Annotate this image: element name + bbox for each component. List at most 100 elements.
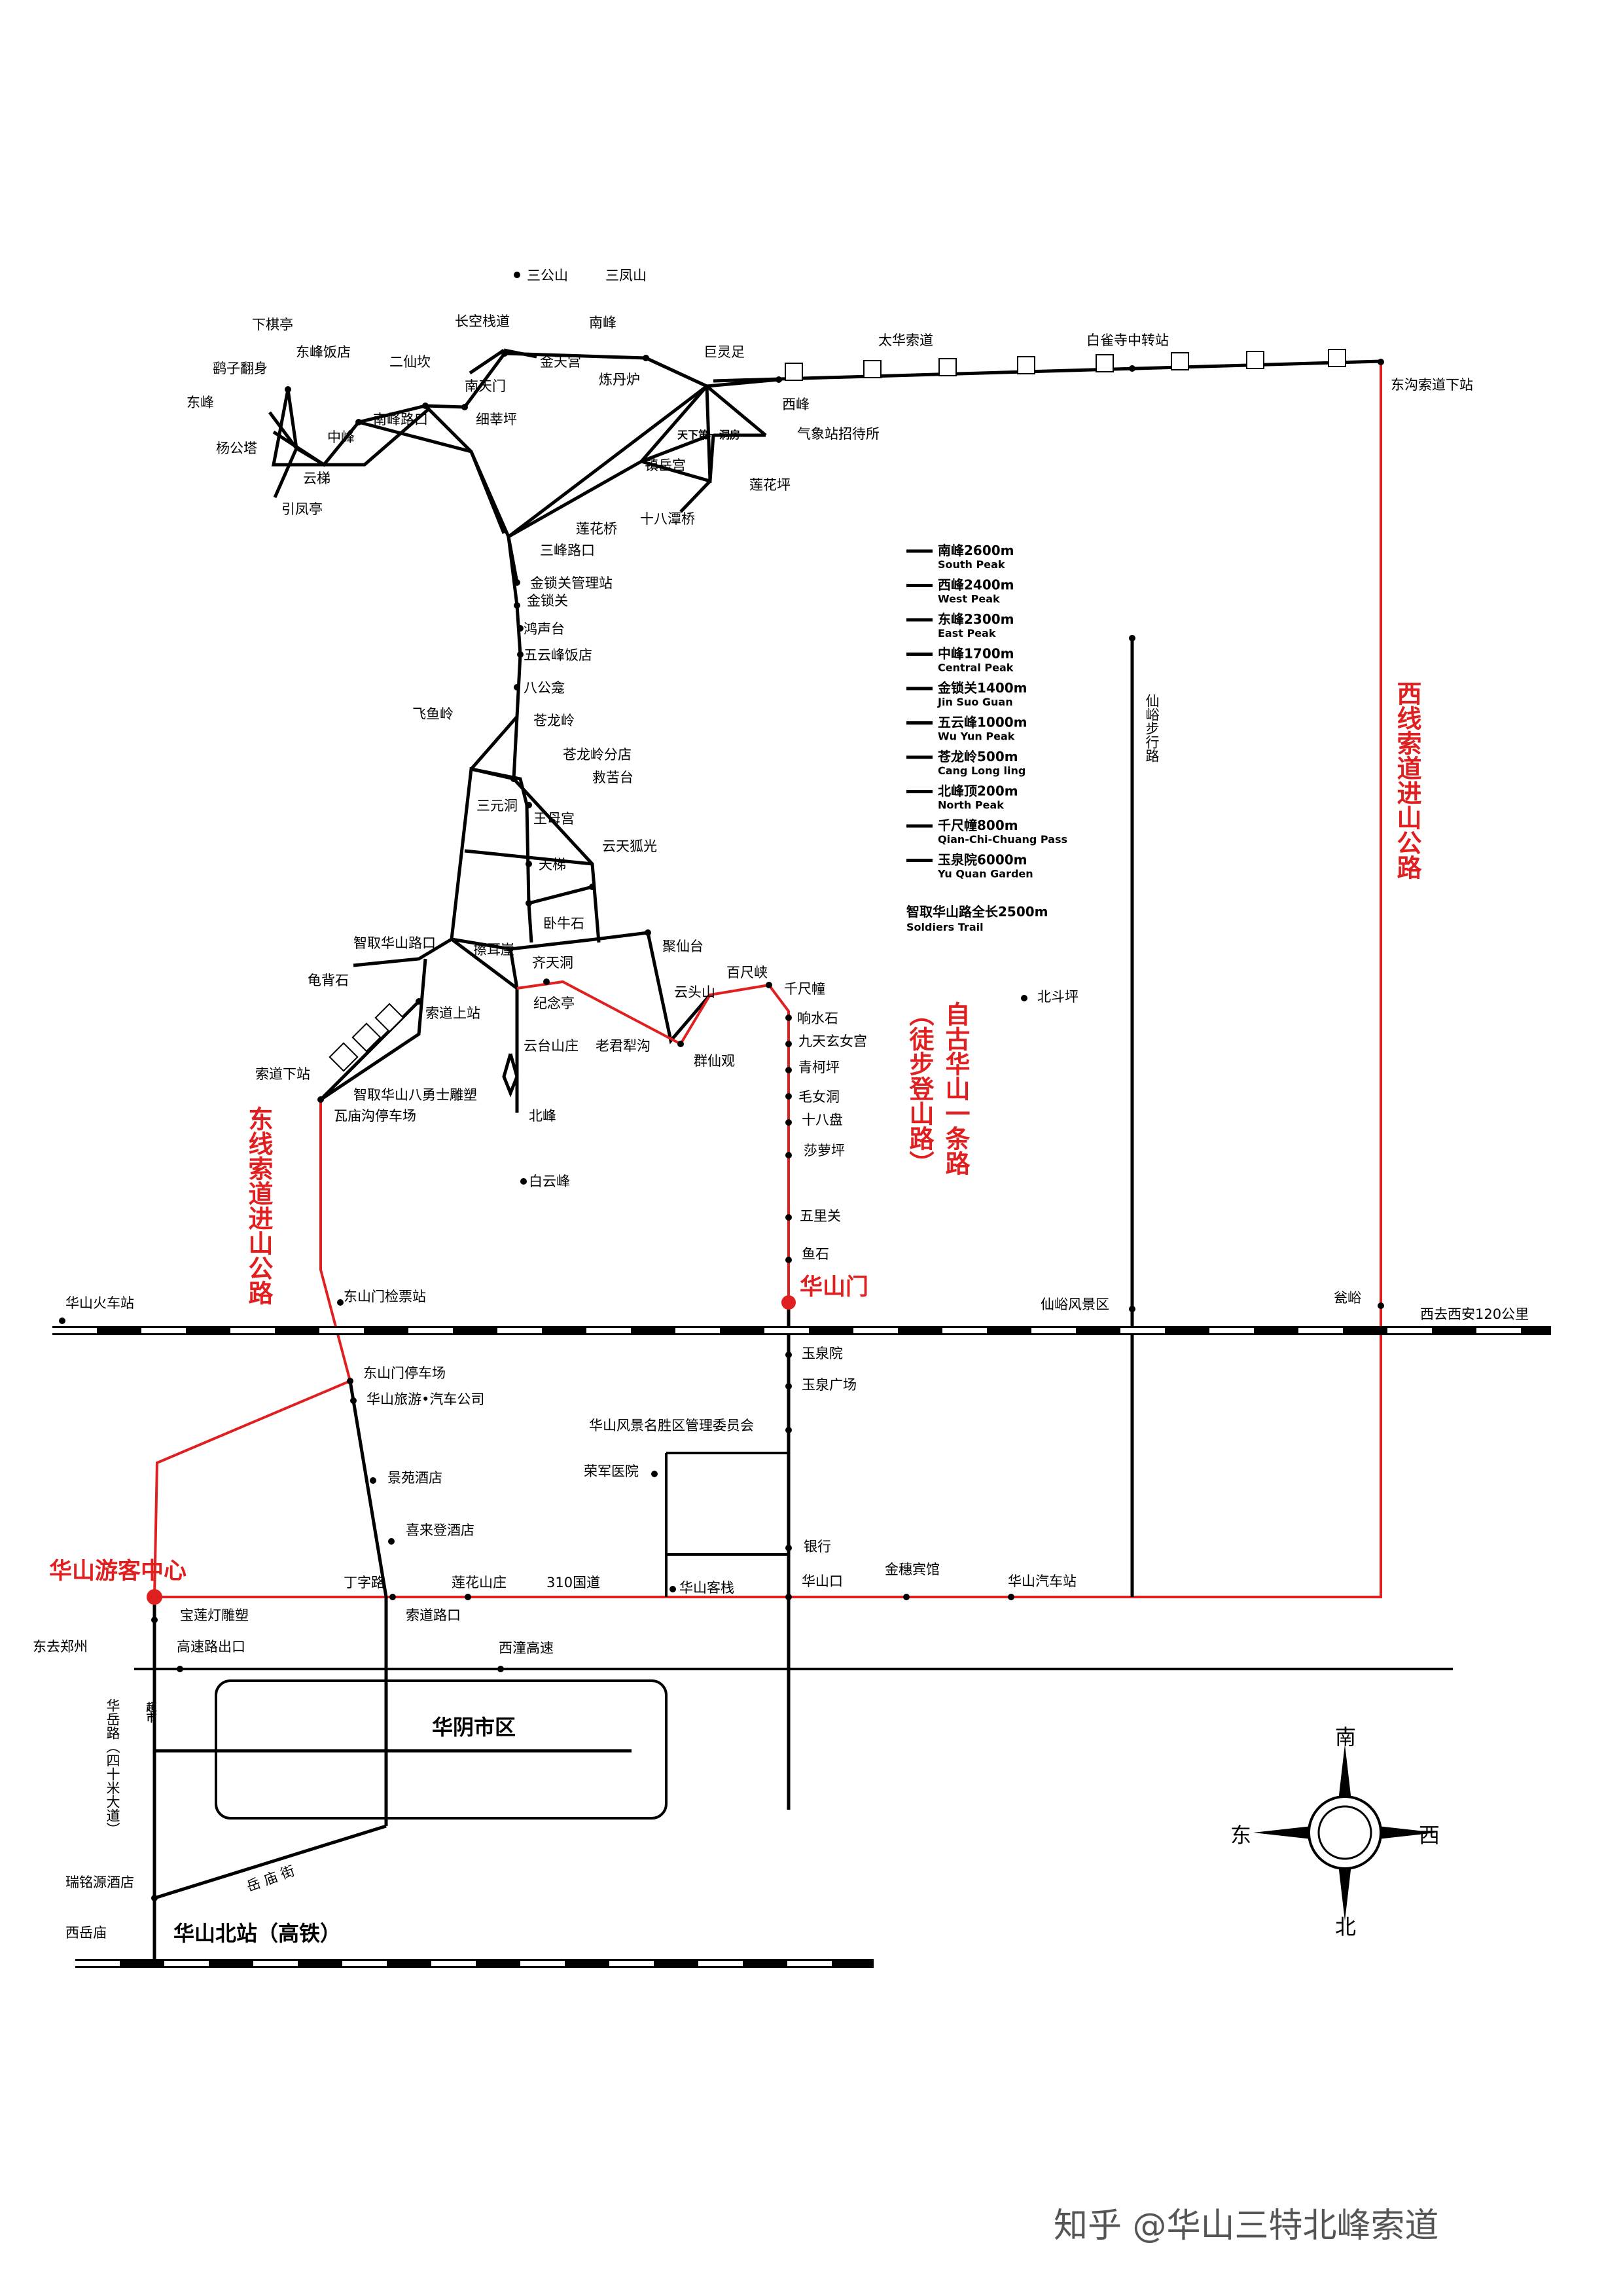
legend-entry-cn: 千尺幢800m <box>938 817 1018 833</box>
label-woniushi: 卧牛石 <box>543 916 584 931</box>
label-jingyuan: 景苑酒店 <box>387 1470 442 1486</box>
legend-entry-cn: 北峰顶200m <box>938 783 1018 799</box>
label-xianyu-road: 仙峪步行路 <box>1144 694 1160 762</box>
label-yuntianhuguang: 云天狐光 <box>602 838 657 854</box>
label-wuliguan: 五里关 <box>800 1208 841 1224</box>
legend-entry-en: Cang Long ling <box>938 764 1026 777</box>
label-zhongfeng: 中峰 <box>327 429 355 445</box>
label-qianchizhuang: 千尺幢 <box>784 981 825 997</box>
label-sanfeng-lukou: 三峰路口 <box>540 543 595 558</box>
legend-entry-cn: 中峰1700m <box>938 646 1014 662</box>
node-dots <box>59 272 1384 1901</box>
label-dongshanmen-parking: 东山门停车场 <box>363 1365 446 1381</box>
label-xianyu-scenic: 仙峪风景区 <box>1041 1297 1109 1312</box>
label-suodao-lukou: 索道路口 <box>406 1607 461 1623</box>
label-huashankou: 华山口 <box>802 1573 843 1589</box>
label-beidouping: 北斗坪 <box>1037 989 1079 1005</box>
label-yaozifanshen: 鹞子翻身 <box>213 361 268 376</box>
label-maonudong: 毛女洞 <box>798 1089 840 1105</box>
label-juxiantai: 聚仙台 <box>662 939 704 954</box>
compass-rose <box>1253 1744 1436 1921</box>
label-shibatanqiao: 十八潭桥 <box>640 511 695 527</box>
label-baichixia: 百尺峡 <box>726 965 768 980</box>
legend-entry-en: Central Peak <box>938 662 1014 674</box>
label-huashan-inn: 华山客栈 <box>679 1580 734 1596</box>
label-ruiming: 瑞铭源酒店 <box>65 1874 134 1890</box>
label-dongshanmen-check: 东山门检票站 <box>344 1289 426 1304</box>
label-yueyuan-road: 华岳路（四十米大道） <box>105 1698 120 1836</box>
label-ancient-route: 自古华山一条路 <box>941 1001 970 1175</box>
label-jinsuoguan: 金锁关 <box>527 593 568 609</box>
legend-entry-en: North Peak <box>938 799 1004 812</box>
label-huayin: 华阴市区 <box>432 1715 516 1740</box>
compass-south: 南 <box>1335 1725 1356 1749</box>
label-qixiangzhan: 气象站招待所 <box>797 426 880 442</box>
label-erxiankan: 二仙坎 <box>389 354 431 370</box>
label-jiutian: 九天玄女宫 <box>798 1033 867 1049</box>
label-dongfeng: 东峰 <box>187 395 214 410</box>
label-bagongkan: 八公龛 <box>524 680 565 696</box>
label-jiukutai: 救苦台 <box>592 770 633 785</box>
label-supermarket: 超市 <box>145 1701 158 1723</box>
legend-entry-en: Wu Yun Peak <box>938 730 1015 743</box>
label-dingzilu: 丁字路 <box>344 1575 385 1590</box>
label-dongqu-zhengzhou: 东去郑州 <box>33 1639 88 1655</box>
label-qiaoyu: 瓮峪 <box>1334 1290 1361 1306</box>
legend-entry-en: Yu Quan Garden <box>937 868 1033 880</box>
label-qingkeping: 青柯坪 <box>798 1060 840 1075</box>
label-nantianmen: 南天门 <box>465 378 506 394</box>
label-yuquanyuan: 玉泉院 <box>802 1346 843 1361</box>
label-east-line: 东线索道进山公路 <box>244 1106 273 1305</box>
legend-entry-cn: 苍龙岭500m <box>937 749 1018 764</box>
label-jinsuoguan-station: 金锁关管理站 <box>530 575 613 591</box>
label-sangongshan: 三公山 <box>527 268 568 283</box>
label-wuyunfeng-hotel: 五云峰饭店 <box>524 647 592 663</box>
label-sanfengshan: 三凤山 <box>605 268 647 283</box>
label-yuntai-shanzhuang: 云台山庄 <box>524 1038 579 1054</box>
label-yuntoushan: 云头山 <box>674 984 715 1000</box>
label-huashan-north: 华山北站（高铁） <box>173 1921 341 1946</box>
label-huashan-tourism: 华山旅游•汽车公司 <box>366 1391 484 1407</box>
legend-entry-cn: 玉泉院6000m <box>938 852 1027 868</box>
legend-entry-cn: 金锁关1400m <box>937 680 1027 696</box>
label-bank: 银行 <box>804 1539 831 1554</box>
label-suodao-xiazhan: 索道下站 <box>255 1066 310 1082</box>
railways <box>52 1326 1551 1968</box>
label-xiyuemiao: 西岳庙 <box>65 1925 107 1941</box>
mountain-trails <box>268 348 779 1113</box>
label-rongjun: 荣军医院 <box>584 1463 639 1479</box>
label-feiyuling: 飞鱼岭 <box>412 706 454 722</box>
label-xixinping: 细莘坪 <box>476 412 517 427</box>
label-taihua-suodao: 太华索道 <box>878 332 933 348</box>
legend-entry-cn: 西峰2400m <box>938 577 1014 593</box>
label-gaosu-exit: 高速路出口 <box>177 1639 245 1655</box>
label-xilai: 喜来登酒店 <box>406 1522 474 1538</box>
label-dongfeng-hotel: 东峰饭店 <box>296 344 351 360</box>
legend-entry-cn: 东峰2300m <box>938 611 1014 627</box>
label-jintiangong: 金天宫 <box>540 354 581 370</box>
label-lianhua-shanzhuang: 莲花山庄 <box>452 1575 507 1590</box>
watermark: 知乎 @华山三特北峰索道 <box>1054 2206 1439 2246</box>
label-canglongling-branch: 苍龙岭分店 <box>563 747 632 762</box>
label-lianhuaping: 莲花坪 <box>749 477 791 493</box>
label-dongou-xiazhan: 东沟索道下站 <box>1391 377 1473 393</box>
label-wamiaogou: 瓦庙沟停车场 <box>334 1108 416 1124</box>
label-xitong-gaosu: 西潼高速 <box>499 1640 554 1656</box>
legend-footer-en: Soldiers Trail <box>906 921 984 933</box>
label-zhiqu-lukou: 智取华山路口 <box>353 935 436 951</box>
label-wangmugong: 王母宫 <box>533 811 575 827</box>
label-qunxianguan: 群仙观 <box>694 1053 735 1069</box>
label-laojun-ligou: 老君犁沟 <box>596 1038 651 1054</box>
label-yunti: 云梯 <box>303 471 330 486</box>
label-zhiqu-statue: 智取华山八勇士雕塑 <box>353 1087 477 1103</box>
label-xiqu-xian: 西去西安120公里 <box>1420 1306 1529 1322</box>
label-qitiandong: 齐天洞 <box>532 955 573 971</box>
label-tianti: 天梯 <box>539 857 566 872</box>
label-baiquesi: 白雀寺中转站 <box>1086 332 1169 348</box>
label-bus-station: 华山汽车站 <box>1008 1573 1077 1589</box>
label-baiyunfeng: 白云峰 <box>529 1174 570 1189</box>
label-lianhuaqiao: 莲花桥 <box>576 521 617 537</box>
